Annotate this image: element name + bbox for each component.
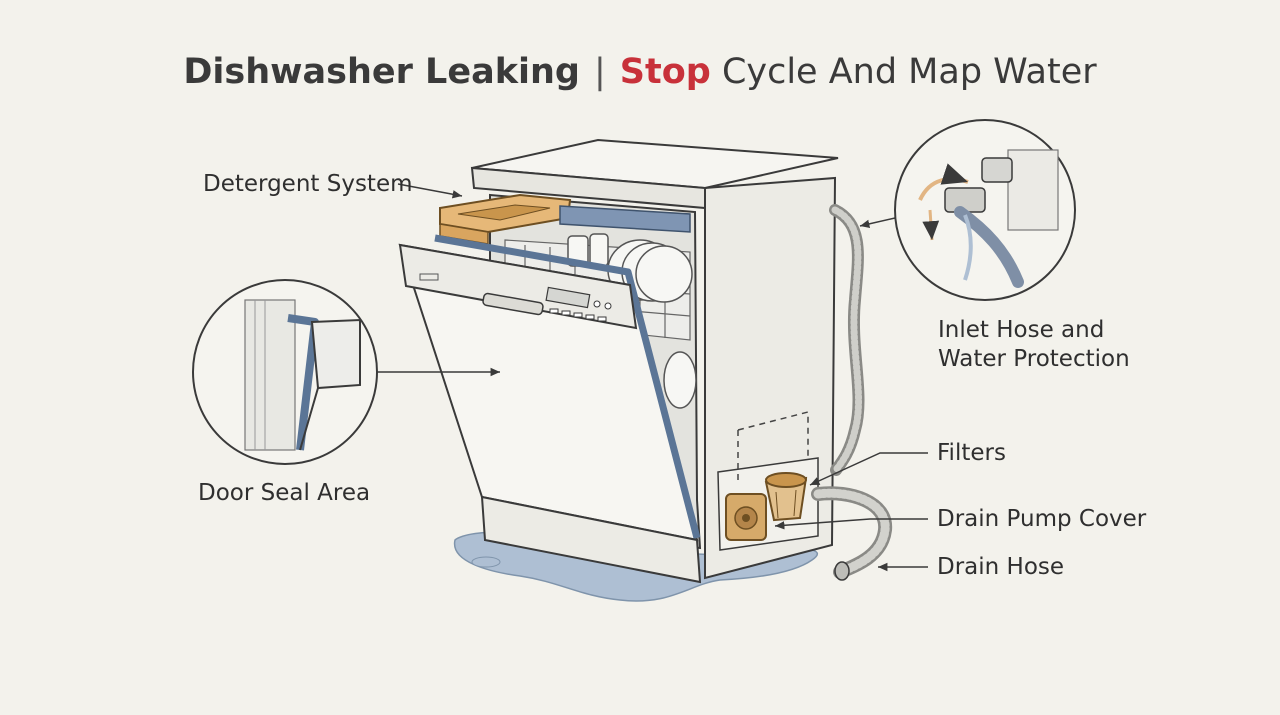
door-control-panel	[398, 243, 638, 330]
title-rest: Cycle And Map Water	[721, 52, 1097, 92]
label-inlet-hose-line2: Water Protection	[938, 346, 1130, 372]
title-accent: Stop	[619, 52, 711, 92]
detergent-leader	[397, 183, 463, 199]
filters-leader	[809, 452, 928, 486]
label-door-seal-area: Door Seal Area	[198, 480, 371, 506]
detergent-dispenser	[439, 193, 572, 245]
inlet-callout	[894, 119, 1076, 301]
control-buttons	[549, 300, 612, 322]
door-handle	[482, 292, 544, 316]
inlet-leader	[859, 217, 896, 228]
door-top-bar	[559, 205, 691, 233]
drain-pump-leader	[774, 518, 928, 530]
page-title: Dishwasher Leaking | Stop Cycle And Map Wa…	[0, 52, 1280, 92]
door-seal-callout	[192, 279, 378, 465]
label-drain-hose: Drain Hose	[937, 554, 1065, 580]
filter-cup	[764, 472, 808, 522]
control-display	[545, 286, 591, 309]
label-detergent-system: Detergent System	[203, 171, 413, 197]
dishwasher-base	[480, 495, 702, 584]
title-main: Dishwasher Leaking	[183, 52, 580, 92]
label-drain-pump-cover: Drain Pump Cover	[937, 506, 1147, 532]
drain-pump	[725, 493, 767, 541]
door-seal	[434, 234, 701, 539]
brand-badge	[419, 273, 439, 281]
drain-hose-end	[834, 561, 850, 581]
dishwasher-top-edge	[470, 166, 706, 210]
water-droplet	[471, 556, 501, 568]
label-inlet-hose-line1: Inlet Hose and	[938, 317, 1105, 343]
title-separator: |	[593, 52, 606, 92]
dashed-outline	[737, 411, 809, 480]
label-filters: Filters	[937, 440, 1006, 466]
